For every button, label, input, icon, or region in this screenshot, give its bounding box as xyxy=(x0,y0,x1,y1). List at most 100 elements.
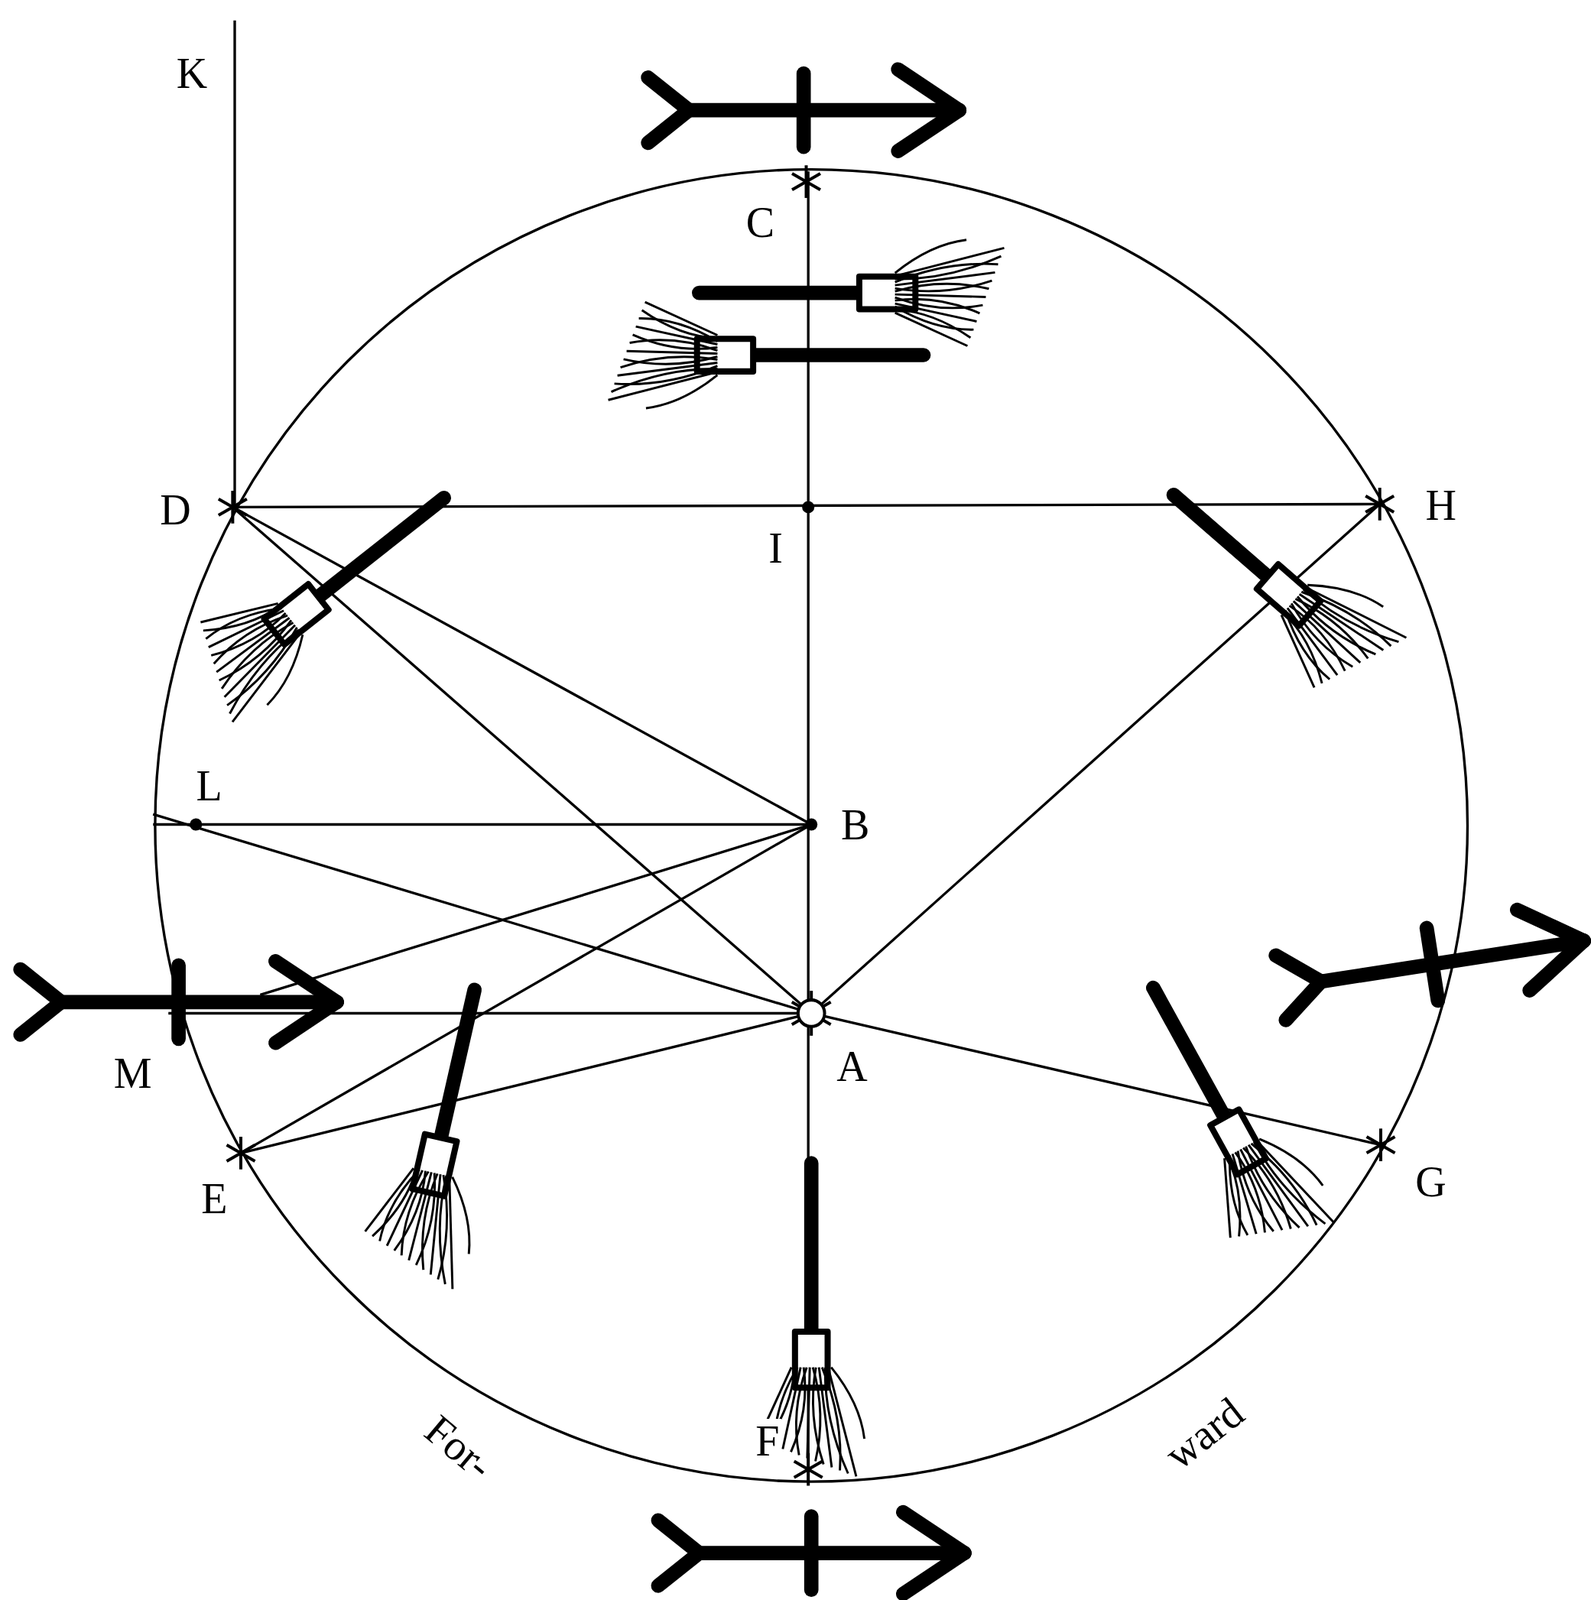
point-star xyxy=(792,173,821,190)
broom-bristle xyxy=(224,625,296,698)
broom-bristle xyxy=(1232,1153,1257,1234)
arrow-fletching xyxy=(20,1002,62,1036)
broom-bristle xyxy=(645,301,718,335)
point-label: K xyxy=(174,51,210,96)
arrow-head xyxy=(275,961,337,1002)
broom-head xyxy=(795,1331,828,1388)
arrow-figure xyxy=(20,961,338,1043)
point-star xyxy=(792,173,821,190)
caption-word: For- xyxy=(415,1405,504,1490)
arrow-head xyxy=(1516,909,1584,942)
construction-lines xyxy=(152,20,1468,1482)
point-label: B xyxy=(838,802,872,848)
point-label: H xyxy=(1423,483,1459,528)
broom-bristle xyxy=(812,1367,821,1462)
arrow-figure xyxy=(1276,909,1585,1020)
arrow-crossbar xyxy=(796,73,812,147)
arrow-head xyxy=(902,1553,965,1595)
arrow-head xyxy=(902,1512,965,1553)
point-star xyxy=(1366,1136,1396,1153)
broom-bristle xyxy=(1293,600,1361,663)
broom-bristle xyxy=(895,283,990,292)
broom-bristle xyxy=(394,1171,426,1251)
caption-word: ward xyxy=(1155,1388,1254,1479)
arrow-fletching xyxy=(648,77,689,111)
arrow-head xyxy=(898,110,960,151)
broom-bristle xyxy=(1281,614,1315,688)
broom xyxy=(608,301,924,409)
broom-bristle xyxy=(895,309,971,338)
point-star xyxy=(218,499,247,516)
point-star xyxy=(218,499,247,516)
arrow-fletching xyxy=(658,1520,699,1554)
point-star xyxy=(227,1145,256,1162)
broom-bristle xyxy=(642,310,718,339)
arrow-fletching xyxy=(1285,981,1322,1020)
arrow-fletching xyxy=(658,1553,699,1587)
broom xyxy=(365,990,475,1290)
arrow-shaft xyxy=(698,1545,965,1561)
point-star xyxy=(227,1145,256,1162)
broom-bristle xyxy=(372,1168,417,1237)
broom-bristle xyxy=(365,1168,414,1232)
arrow-figure xyxy=(648,69,960,152)
broom-handle xyxy=(753,347,924,363)
broom-handle xyxy=(441,990,475,1139)
broom-bristle xyxy=(895,280,993,292)
broom-handle xyxy=(318,497,444,597)
broom-bristle xyxy=(807,1367,810,1459)
point-l xyxy=(189,818,202,832)
point-label: C xyxy=(743,200,777,245)
arrow-fletching xyxy=(648,110,689,143)
broom-handle xyxy=(1173,494,1268,577)
broom-bristle xyxy=(1248,1145,1309,1228)
arrow-crossbar xyxy=(1426,928,1439,1001)
broom-bristle xyxy=(452,1177,470,1255)
broom-bristle xyxy=(895,294,987,297)
broom-bristle xyxy=(1240,1149,1283,1231)
broom-bristle xyxy=(623,357,718,365)
point-a xyxy=(798,1000,825,1027)
point-label: G xyxy=(1412,1159,1449,1205)
point-label: D xyxy=(157,487,193,533)
arrow-head xyxy=(898,69,960,111)
arrow-fletching xyxy=(20,969,62,1003)
point-star xyxy=(794,1461,823,1478)
point-label: L xyxy=(194,763,225,809)
point-b xyxy=(805,818,818,832)
broom xyxy=(698,240,1004,347)
point-star xyxy=(1366,1136,1396,1153)
broom-bristle xyxy=(895,312,968,346)
arrow-head xyxy=(275,1002,337,1043)
arrow-crossbar xyxy=(804,1516,819,1591)
broom-bristle xyxy=(449,1176,453,1290)
broom xyxy=(1152,987,1334,1238)
broom-bristle xyxy=(1224,1158,1231,1238)
broom-handle xyxy=(804,1163,819,1332)
point-label: E xyxy=(198,1176,230,1221)
point-label: I xyxy=(766,526,786,571)
broom-bristle xyxy=(200,603,278,623)
broom-handle xyxy=(698,285,860,301)
broom-bristle xyxy=(812,1367,824,1465)
broom-bristle xyxy=(1283,612,1322,684)
broom xyxy=(200,497,444,722)
point-i xyxy=(801,500,815,514)
arrow-shaft xyxy=(688,103,960,118)
arrow-shaft xyxy=(61,994,337,1010)
broom-bristle xyxy=(620,357,718,368)
point-star xyxy=(794,1461,823,1478)
arrow-fletching xyxy=(1276,955,1322,982)
broom xyxy=(1173,494,1406,688)
broom-head xyxy=(859,276,916,310)
arrow-head xyxy=(1529,941,1585,991)
arrow-crossbar xyxy=(171,965,186,1040)
point-label: F xyxy=(753,1418,782,1464)
arrow-figure xyxy=(658,1512,965,1595)
broom-bristle xyxy=(626,350,718,354)
broom-head xyxy=(697,338,754,372)
point-label: A xyxy=(834,1044,870,1089)
point-label: M xyxy=(111,1051,155,1096)
point-star xyxy=(1365,496,1394,513)
